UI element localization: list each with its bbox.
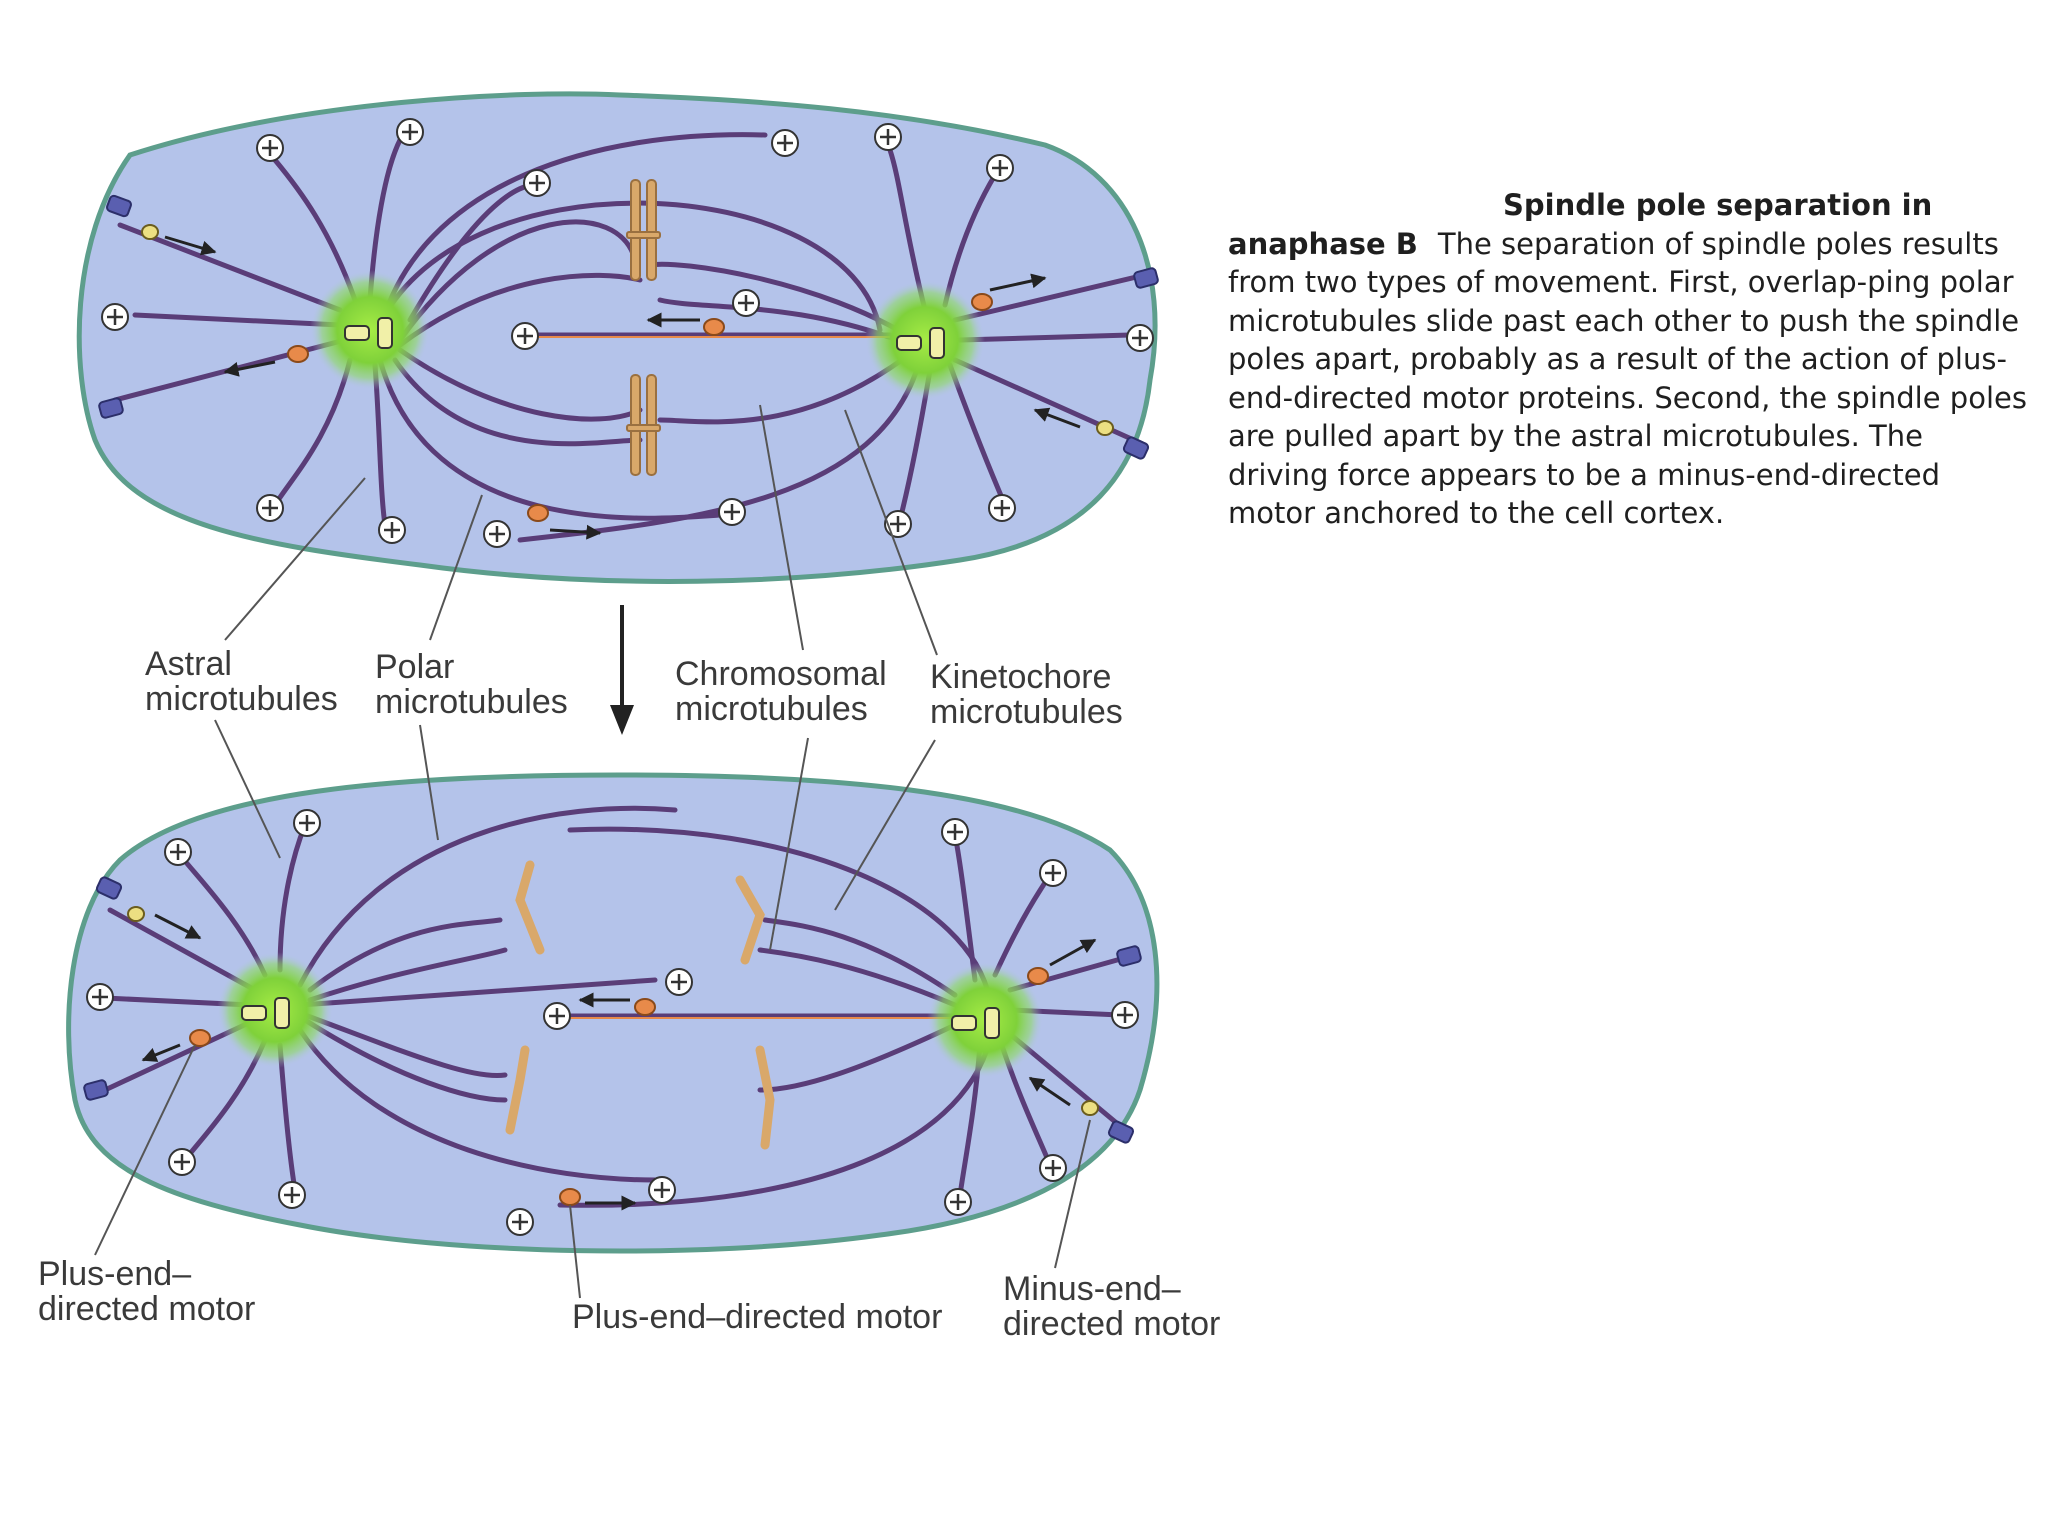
polar-microtubule <box>297 977 658 1008</box>
label-astral-line1: Astral <box>145 645 232 683</box>
bottom-plus-signs <box>92 815 1133 1230</box>
top-right-centrosome <box>865 280 985 400</box>
bottom-minus-end-motors <box>127 906 1099 1116</box>
label-plus-motor-center: Plus-end–directed motor <box>572 1298 942 1336</box>
kinetochore-microtubule <box>762 917 958 998</box>
leader-lines <box>94 404 1091 1299</box>
polar-microtubule <box>372 200 883 338</box>
top-plus-signs <box>107 124 1148 542</box>
caption-lead: anaphase B <box>1228 226 1418 261</box>
caption-title: Spindle pole separation in <box>1503 188 1933 222</box>
kinetochore-microtubule <box>397 219 638 343</box>
polar-microtubule <box>557 1037 993 1208</box>
polar-microtubule <box>297 1027 658 1183</box>
bottom-cortex-anchors <box>83 876 1142 1144</box>
chromosomal-microtubule <box>757 947 958 1008</box>
bottom-cell <box>66 772 1160 1254</box>
kinetochore-microtubule <box>757 1022 958 1093</box>
kinetochore-microtubule <box>392 357 643 447</box>
top-minus-end-motors <box>141 224 1114 436</box>
top-motion-arrows <box>164 235 1081 540</box>
label-polar-line2: microtubules <box>375 683 568 721</box>
label-minus-motor-right-line2: directed motor <box>1003 1305 1220 1343</box>
bottom-chromatids <box>505 860 775 1150</box>
bottom-right-centrosome <box>927 962 1043 1078</box>
kinetochore-microtubule <box>657 347 918 425</box>
label-chromosomal-line2: microtubules <box>675 690 868 728</box>
polar-microtubule <box>297 805 678 988</box>
bottom-plus-end-motors <box>189 967 1049 1206</box>
bottom-left-centrosome <box>217 952 333 1068</box>
label-plus-motor-left-line1: Plus-end– <box>38 1255 191 1293</box>
label-kinetochore-line2: microtubules <box>930 693 1123 731</box>
top-plus-end-motors <box>287 293 993 522</box>
caption-body: The separation of spindle poles results … <box>1228 226 2027 531</box>
kinetochore-microtubule <box>302 1017 508 1103</box>
bottom-motion-arrows <box>141 913 1097 1211</box>
kinetochore-microtubule <box>397 347 643 422</box>
label-chromosomal-line1: Chromosomal <box>675 655 887 693</box>
top-chromosomes <box>626 179 661 476</box>
top-left-centrosome <box>310 270 430 390</box>
bottom-cell-membrane <box>66 772 1160 1254</box>
top-cortex-anchors <box>98 194 1159 460</box>
kinetochore-microtubule <box>307 917 503 993</box>
label-astral-line2: microtubules <box>145 680 338 718</box>
transition-arrow <box>610 605 634 735</box>
kinetochore-microtubule <box>302 1012 508 1079</box>
top-cell <box>76 91 1159 584</box>
kinetochore-microtubule <box>397 272 643 348</box>
kinetochore-microtubule <box>307 947 508 1003</box>
label-plus-motor-left-line2: directed motor <box>38 1290 255 1328</box>
label-kinetochore-line1: Kinetochore <box>930 658 1111 696</box>
label-minus-motor-right-line1: Minus-end– <box>1003 1270 1181 1308</box>
label-polar-line1: Polar <box>375 648 454 686</box>
polar-microtubule <box>377 132 768 333</box>
